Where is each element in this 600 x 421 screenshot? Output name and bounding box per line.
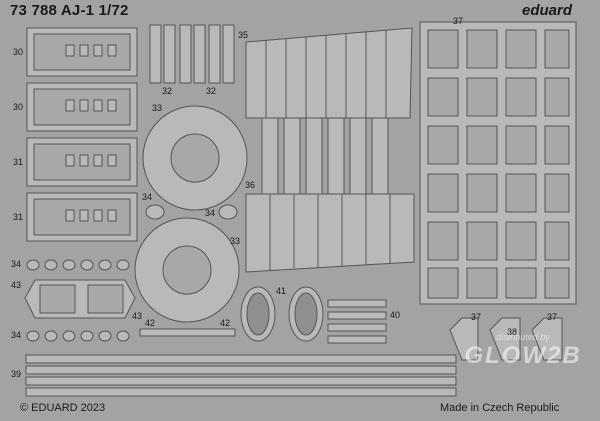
part-number-35: 35 [238,30,249,40]
panel-part-35 [245,27,413,195]
part-number-32: 32 [206,86,217,96]
distributor-watermark: distributed by GLOW2B [448,330,598,390]
part-number-41: 41 [276,286,287,296]
part-number-38: 38 [507,327,518,337]
grid-part-37 [419,21,577,305]
engine-face-33-bottom [134,217,240,323]
small-part-34-left [145,204,165,220]
small-part-34-right [218,204,238,220]
small-parts-34-row-top [26,259,130,271]
part-number-34: 34 [11,330,22,340]
part-number-34: 34 [205,208,216,218]
part-number-43: 43 [132,311,143,321]
frame-part-43 [24,279,136,319]
part-number-33: 33 [230,236,241,246]
part-number-37: 37 [471,312,482,322]
part-number-34: 34 [11,259,22,269]
part-number-37: 37 [453,16,464,26]
strip-parts-40 [327,299,387,344]
small-parts-34-row-bottom [26,330,130,342]
frame-part-31-bottom [26,192,138,242]
part-number-39: 39 [11,369,22,379]
frame-part-30-bottom [26,82,138,132]
brand-logo-text: eduard [522,2,573,19]
watermark-caption: distributed by [496,332,550,342]
origin-text: Made in Czech Republic [440,402,560,414]
part-number-43: 43 [11,280,22,290]
bracket-parts-37-38 [449,317,563,361]
clip-parts-32 [149,24,235,84]
frame-part-31-top [26,137,138,187]
part-number-31: 31 [13,157,24,167]
mesh-disc-41-left [240,286,276,342]
part-number-34: 34 [142,192,153,202]
product-title: 73 788 AJ-1 1/72 [10,2,129,19]
part-number-42: 42 [145,318,156,328]
watermark-logo: GLOW2B [464,342,582,369]
frame-part-30-top [26,27,138,77]
long-strips-39 [25,354,457,397]
part-number-30: 30 [13,102,24,112]
part-number-32: 32 [162,86,173,96]
part-number-42: 42 [220,318,231,328]
part-number-40: 40 [390,310,401,320]
engine-face-33-top [142,105,248,211]
copyright-text: © EDUARD 2023 [20,402,106,414]
part-number-33: 33 [152,103,163,113]
part-number-30: 30 [13,47,24,57]
part-number-31: 31 [13,212,24,222]
part-number-36: 36 [245,180,256,190]
panel-part-36 [245,193,415,273]
strip-parts-42 [139,328,236,337]
part-number-37: 37 [547,312,558,322]
mesh-disc-41-right [288,286,324,342]
